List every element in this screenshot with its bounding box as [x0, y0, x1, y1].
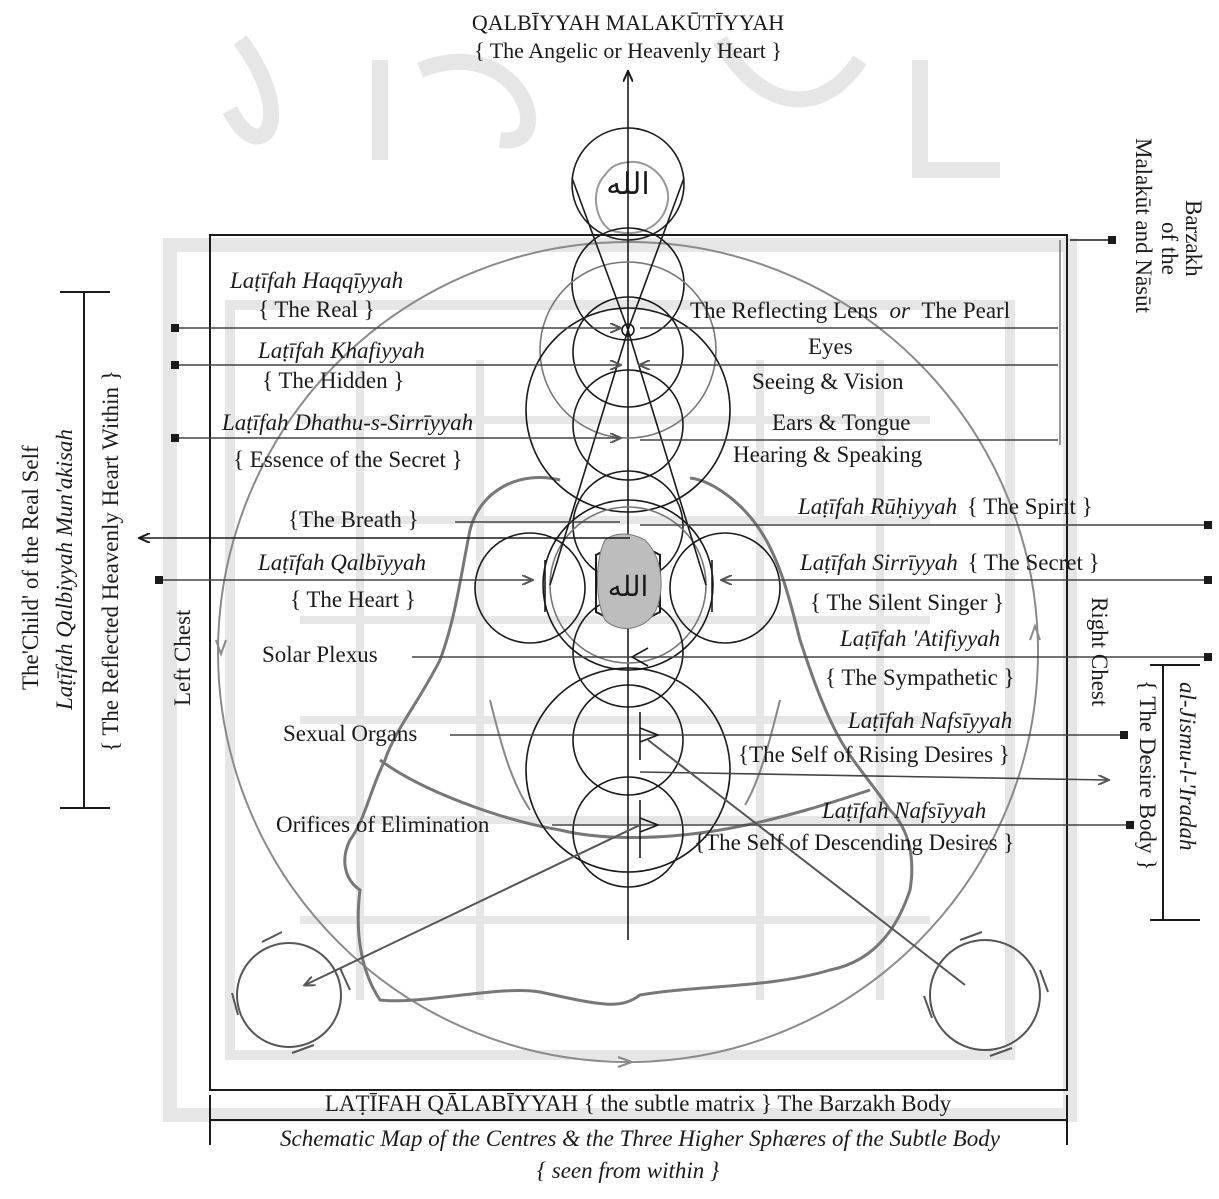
khafi-name: Laṭīfah Khafiyyah	[257, 338, 425, 363]
title-line-2: { The Angelic or Heavenly Heart }	[474, 38, 782, 63]
qalb-sub: { The Heart }	[290, 587, 416, 612]
nafs-rising-name: Laṭīfah Nafsīyyah	[847, 708, 1012, 733]
title-line-1: QALBĪYYAH MALAKŪTĪYYAH	[472, 10, 784, 35]
solar-plexus-label: Solar Plexus	[262, 642, 378, 667]
lens-a: The Reflecting Lens	[690, 298, 878, 323]
lens-or: or	[890, 298, 912, 323]
ruh-label: Laṭīfah Rūḥiyyah { The Spirit }	[797, 494, 1093, 519]
atif-name: Laṭīfah 'Atifiyyah	[839, 626, 1000, 651]
barzakh-line-1: Barzakh	[1181, 200, 1206, 277]
barzakh-line-2: of the	[1157, 222, 1182, 275]
reflected-heart-sub: { The Reflected Heavenly Heart Within }	[98, 370, 123, 752]
left-chest-label: Left Chest	[170, 609, 195, 706]
desire-body-sub: { The Desire Body }	[1135, 680, 1160, 870]
right-chest-label: Right Chest	[1087, 597, 1112, 707]
orifices-label: Orifices of Elimination	[276, 812, 490, 837]
atif-sub: { The Sympathetic }	[825, 665, 1015, 690]
barzakh-line-3: Malakūt and Nāsūt	[1131, 138, 1156, 314]
khafi-sub: { The Hidden }	[262, 368, 404, 393]
allah-heart: الله	[608, 572, 649, 603]
sirr-sub: { The Secret }	[968, 550, 1100, 575]
real-self-label: The'Child' of the Real Self	[18, 445, 43, 690]
dhat-sub: { Essence of the Secret }	[233, 447, 463, 472]
nafs-descending-sub: {The Self of Descending Desires }	[694, 830, 1014, 855]
hearing-label: Hearing & Speaking	[733, 442, 923, 467]
haqq-name: Laṭīfah Haqqīyyah	[229, 268, 403, 293]
haqq-sub: { The Real }	[258, 297, 375, 322]
seeing-label: Seeing & Vision	[752, 369, 904, 394]
sirr-name: Laṭīfah Sirrīyyah	[799, 550, 958, 575]
ruh-name: Laṭīfah Rūḥiyyah	[797, 494, 957, 519]
footer-line-3: { seen from within }	[537, 1158, 719, 1183]
sirr-label: Laṭīfah Sirrīyyah { The Secret }	[799, 550, 1100, 575]
ears-label: Ears & Tongue	[772, 410, 911, 435]
lens-label: The Reflecting Lens or The Pearl	[690, 298, 1010, 323]
dhat-name: Laṭīfah Dhathu-s-Sirrīyyah	[221, 410, 473, 435]
nafs-descending-name: Laṭīfah Nafsīyyah	[821, 798, 986, 823]
reflected-heart-name: Laṭīfah Qalbiyyah Mun'akisah	[52, 429, 77, 711]
nafs-rising-sub: {The Self of Rising Desires }	[738, 742, 1010, 767]
corner-vortex-right	[924, 932, 1048, 1056]
ruh-sub: { The Spirit }	[967, 494, 1093, 519]
breath-label: {The Breath }	[288, 507, 419, 532]
desire-body-name: al-Jismu-l-'Iradah	[1175, 682, 1200, 850]
qalb-name: Laṭīfah Qalbīyyah	[257, 550, 426, 575]
footer-line-1: LAṬĪFAH QĀLABĪYYAH { the subtle matrix }…	[325, 1091, 952, 1116]
eyes-label: Eyes	[808, 334, 853, 359]
lens-b: The Pearl	[921, 298, 1010, 323]
corner-vortex-left	[232, 932, 350, 1053]
sexual-organs-label: Sexual Organs	[283, 721, 417, 746]
silent-singer-label: { The Silent Singer }	[810, 590, 1004, 615]
allah-upper: الله	[606, 168, 650, 201]
footer-line-2: Schematic Map of the Centres & the Three…	[280, 1126, 1001, 1151]
